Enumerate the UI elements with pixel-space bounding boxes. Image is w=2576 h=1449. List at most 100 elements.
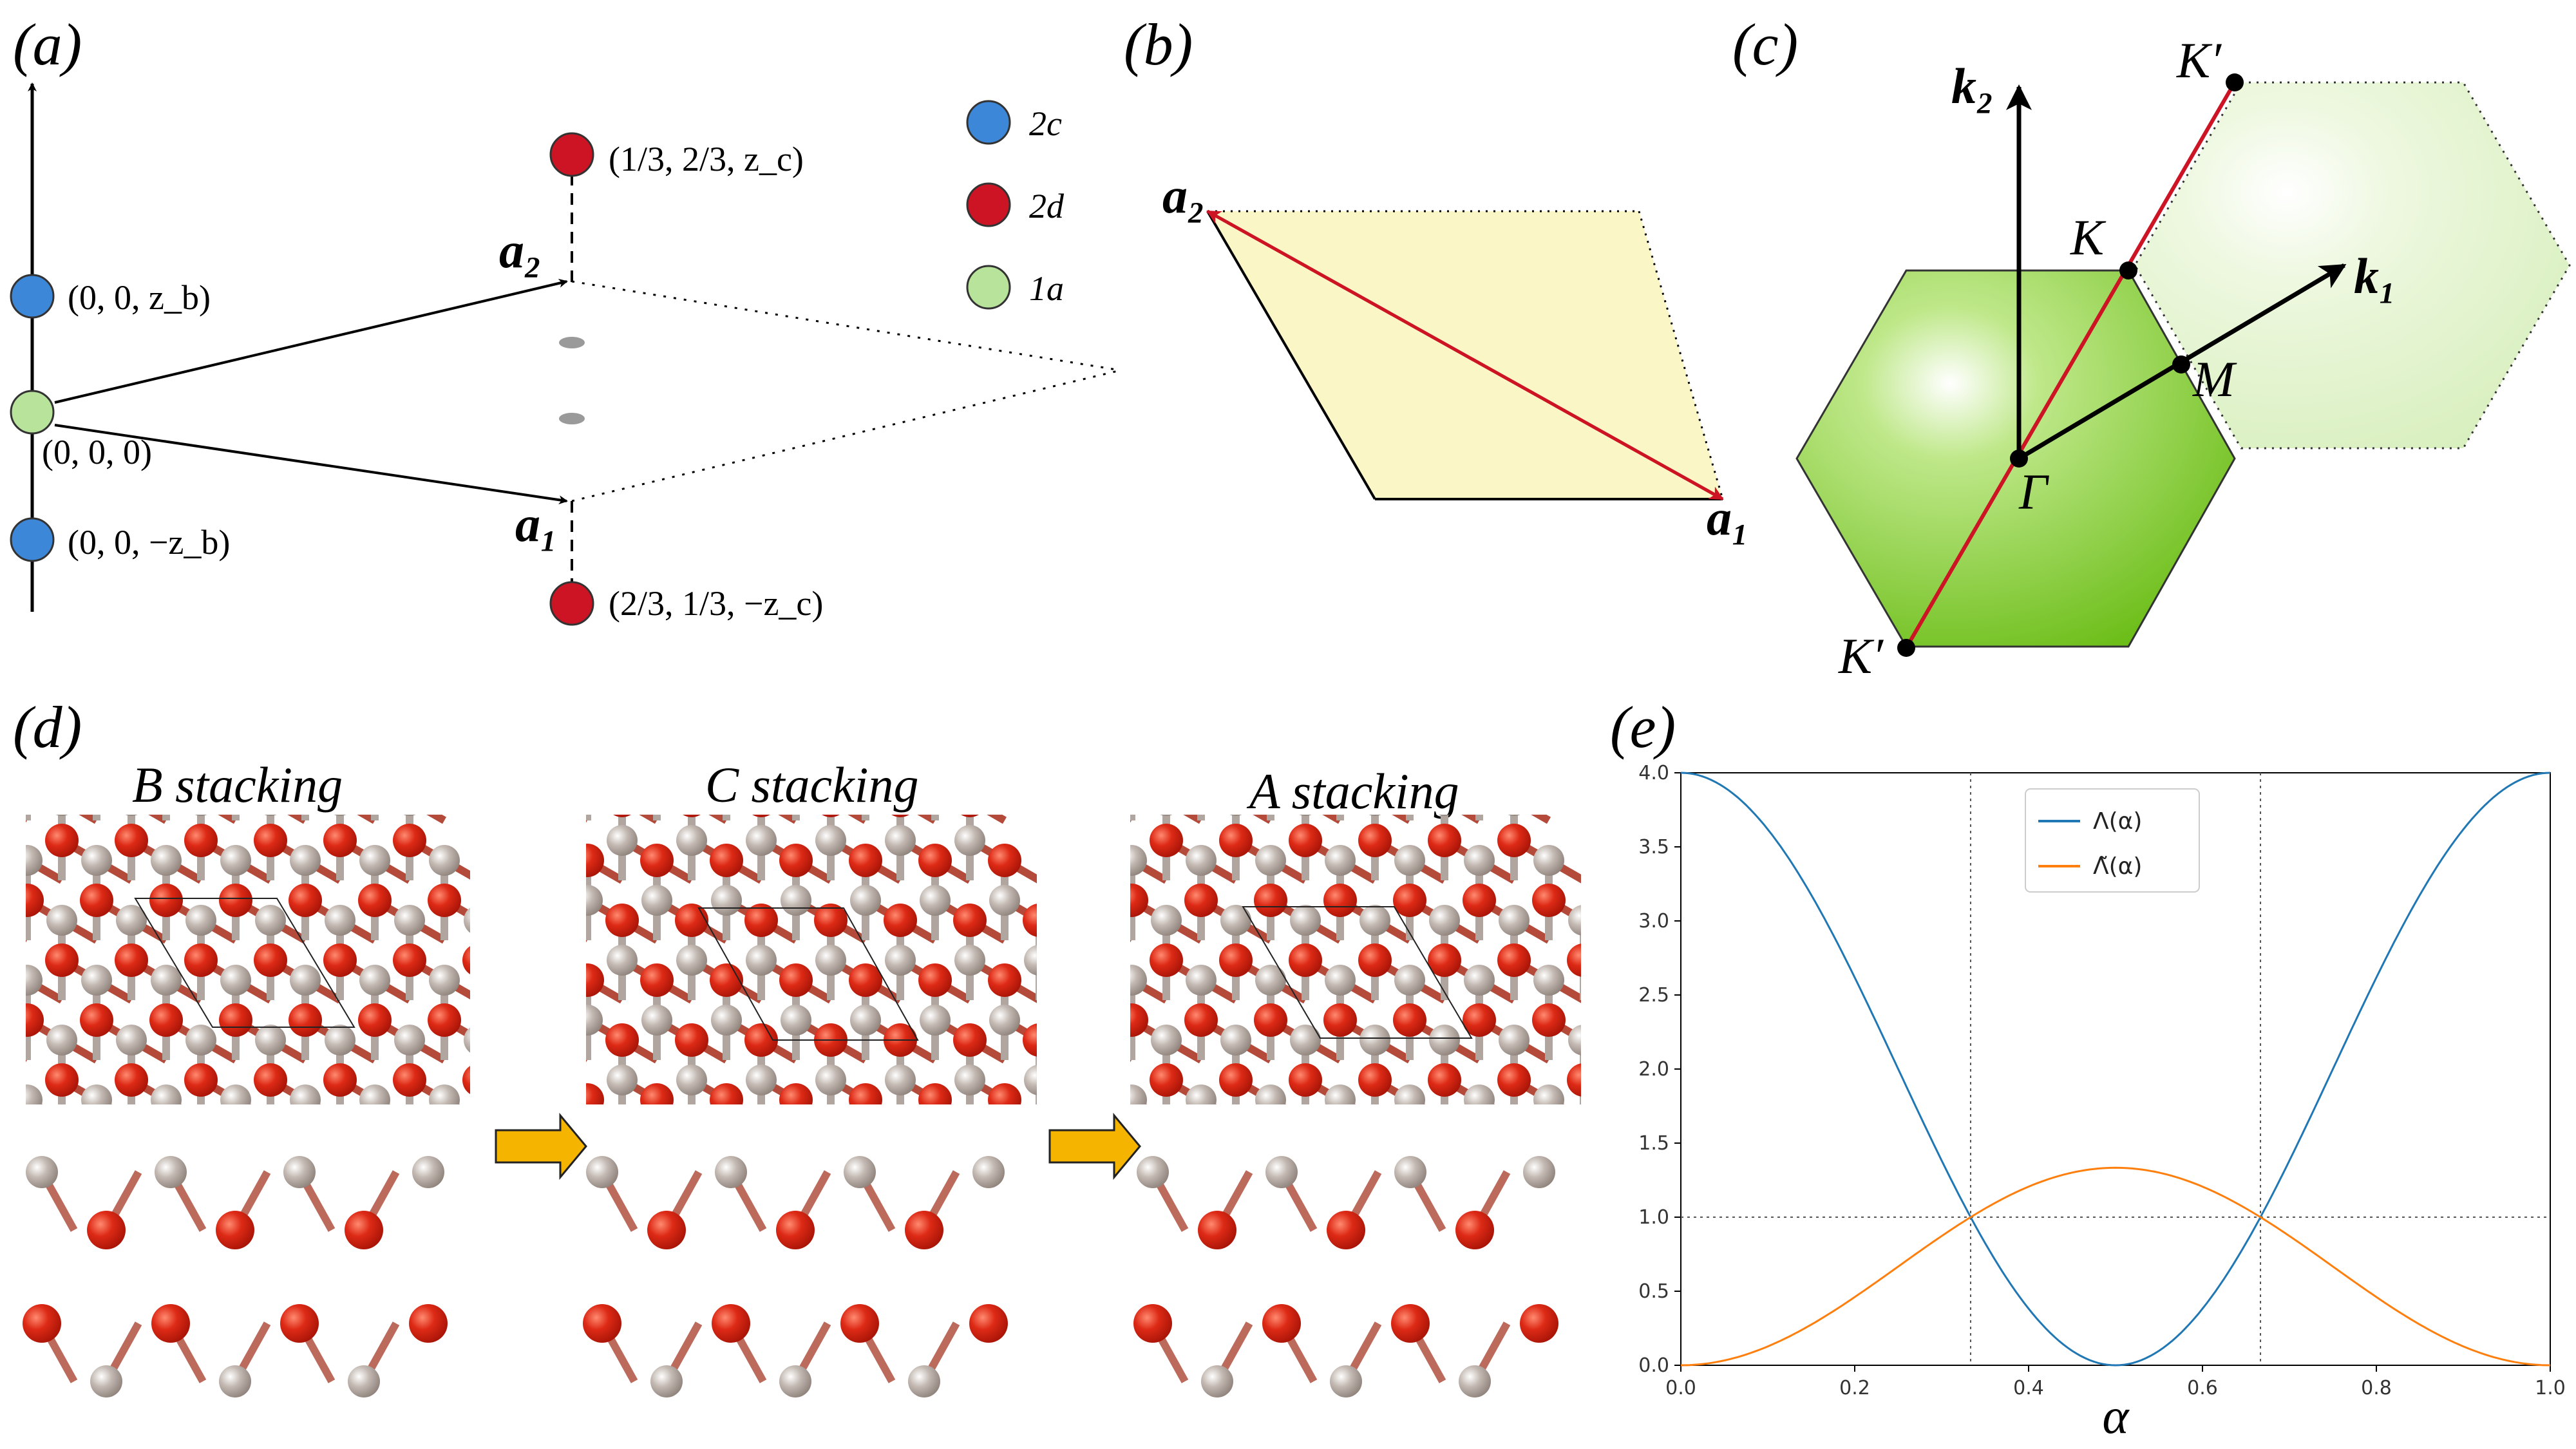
atom-2c-bottom: [10, 517, 55, 562]
metal-atom: [1081, 1025, 1112, 1056]
oxygen-atom: [953, 904, 987, 937]
bond: [1039, 1080, 1074, 1100]
oxygen-atom: [891, 815, 909, 817]
oxygen-atom: [871, 704, 905, 737]
metal-atom: [1359, 1025, 1390, 1056]
oxygen-atom: [1254, 1003, 1287, 1037]
metal-atom: [977, 725, 1008, 756]
series-line-lambda: [1680, 772, 2551, 1367]
oxygen-atom: [497, 1003, 531, 1037]
bond: [958, 721, 992, 741]
oxygen-atom: [969, 1304, 1008, 1343]
oxygen-atom: [849, 963, 882, 997]
metal-atom: [1130, 1084, 1147, 1104]
oxygen-atom: [1080, 704, 1113, 737]
oxygen-atom: [1254, 1123, 1287, 1157]
metal-atom: [325, 905, 355, 936]
metal-atom: [1186, 1084, 1217, 1104]
oxygen-atom: [45, 824, 79, 857]
metal-atom: [885, 1065, 916, 1095]
bond: [1062, 900, 1097, 920]
bond: [379, 741, 413, 761]
oxygen-atom: [26, 884, 44, 917]
metal-atom: [942, 1144, 973, 1175]
oxygen-atom: [988, 963, 1021, 997]
oxygen-atom: [26, 1003, 44, 1037]
y-tick-label: 4.0: [1638, 762, 1669, 784]
x-tick-label: 0.4: [2013, 1377, 2044, 1399]
metal-atom: [1094, 1065, 1124, 1095]
oxygen-atom: [1463, 884, 1496, 917]
bond: [27, 781, 62, 800]
bond: [483, 1040, 518, 1060]
oxygen-atom: [976, 1123, 1009, 1157]
bond: [819, 721, 853, 741]
x-tick-label: 0.8: [2361, 1377, 2392, 1399]
metal-atom: [429, 1084, 460, 1104]
metal-atom: [194, 815, 207, 816]
bond: [444, 1140, 479, 1160]
projection-top: [559, 337, 585, 348]
oxygen-atom: [744, 1023, 778, 1057]
bond: [26, 815, 29, 823]
metal-atom: [989, 1005, 1020, 1036]
metal-atom: [641, 1124, 672, 1155]
panel-a: (a) (0, 0, z_b) (0, 0, 0) (0, 0, −z_b) a…: [10, 12, 1121, 626]
label-a1: a₁: [515, 496, 558, 552]
bond: [483, 721, 518, 741]
metal-atom: [403, 815, 416, 816]
projection-bottom: [559, 413, 585, 424]
metal-atom: [151, 845, 182, 876]
oxygen-atom: [1080, 943, 1113, 977]
metal-atom: [641, 885, 672, 916]
bond: [622, 1160, 657, 1180]
bond: [992, 741, 1027, 761]
metal-atom: [429, 845, 460, 876]
bond: [97, 741, 131, 761]
metal-atom: [781, 885, 811, 916]
metal-atom: [264, 815, 277, 816]
oxygen-atom: [184, 824, 218, 857]
oxygen-atom: [1130, 1003, 1148, 1037]
metal-atom: [1186, 725, 1217, 756]
oxygen-atom: [953, 1023, 987, 1057]
metal-atom: [468, 705, 498, 736]
bond: [1062, 741, 1097, 761]
y-tick-label: 1.5: [1638, 1132, 1669, 1155]
vector-a2: [54, 278, 568, 404]
metal-atom: [781, 1124, 811, 1155]
bond: [375, 781, 410, 800]
metal-atom: [502, 885, 533, 916]
oxygen-atom: [849, 724, 882, 757]
oxygen-atom: [675, 904, 708, 937]
metal-atom: [746, 825, 777, 856]
oxygen-atom: [918, 963, 952, 997]
legend-2c-marker: [966, 100, 1011, 145]
metal-atom: [1137, 1156, 1169, 1188]
bond: [97, 781, 131, 800]
bond: [679, 721, 714, 741]
bond: [479, 960, 514, 980]
metal-atom: [1116, 725, 1147, 756]
bond: [1322, 815, 1342, 824]
oxygen-atom: [1358, 704, 1392, 737]
bond: [586, 934, 589, 943]
oxygen-atom: [640, 844, 674, 877]
oxygen-atom: [583, 1304, 621, 1343]
metal-atom: [954, 945, 985, 976]
metal-atom: [676, 1065, 707, 1095]
bond: [1005, 1140, 1039, 1160]
metal-atom: [1220, 1025, 1251, 1056]
oxygen-atom: [501, 1083, 535, 1117]
bond: [1549, 1140, 1584, 1160]
metal-atom: [1459, 1365, 1491, 1397]
oxygen-atom: [358, 764, 392, 797]
metal-atom: [0, 785, 8, 816]
cell-edge-bottom: [571, 369, 1121, 502]
bond: [587, 781, 622, 800]
metal-atom: [1330, 1365, 1362, 1397]
metal-atom: [498, 965, 529, 996]
bond: [205, 721, 240, 741]
oxygen-atom: [571, 724, 604, 757]
